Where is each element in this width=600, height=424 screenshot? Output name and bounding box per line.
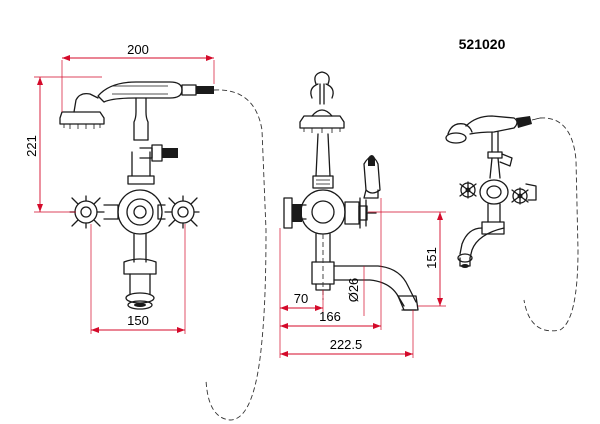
side-mixer-body: [300, 189, 346, 235]
perspective-view: [445, 115, 579, 332]
front-mixer-body: [117, 189, 163, 235]
dim-150: 150: [127, 313, 149, 328]
front-hose-dashed: [205, 89, 267, 421]
dim-200: 200: [127, 42, 149, 57]
dim-221: 221: [24, 135, 39, 157]
side-view: [283, 71, 419, 311]
dim-222-5: 222.5: [330, 337, 363, 352]
front-left-cross-handle: [69, 195, 119, 229]
product-code: 521020: [459, 36, 506, 52]
front-handshower-head: [59, 111, 105, 125]
front-right-cross-handle: [157, 195, 200, 229]
dim-151: 151: [424, 247, 439, 269]
perspective-hose-dashed: [523, 117, 579, 332]
dim-diameter-26: Ø26: [346, 278, 361, 303]
side-dimensions: 151 Ø26 70 166 222.5: [279, 198, 446, 358]
front-dimensions: 200 221 150: [24, 42, 215, 334]
dim-70: 70: [294, 291, 308, 306]
dim-166: 166: [319, 309, 341, 324]
front-handshower-handle: [97, 81, 183, 103]
